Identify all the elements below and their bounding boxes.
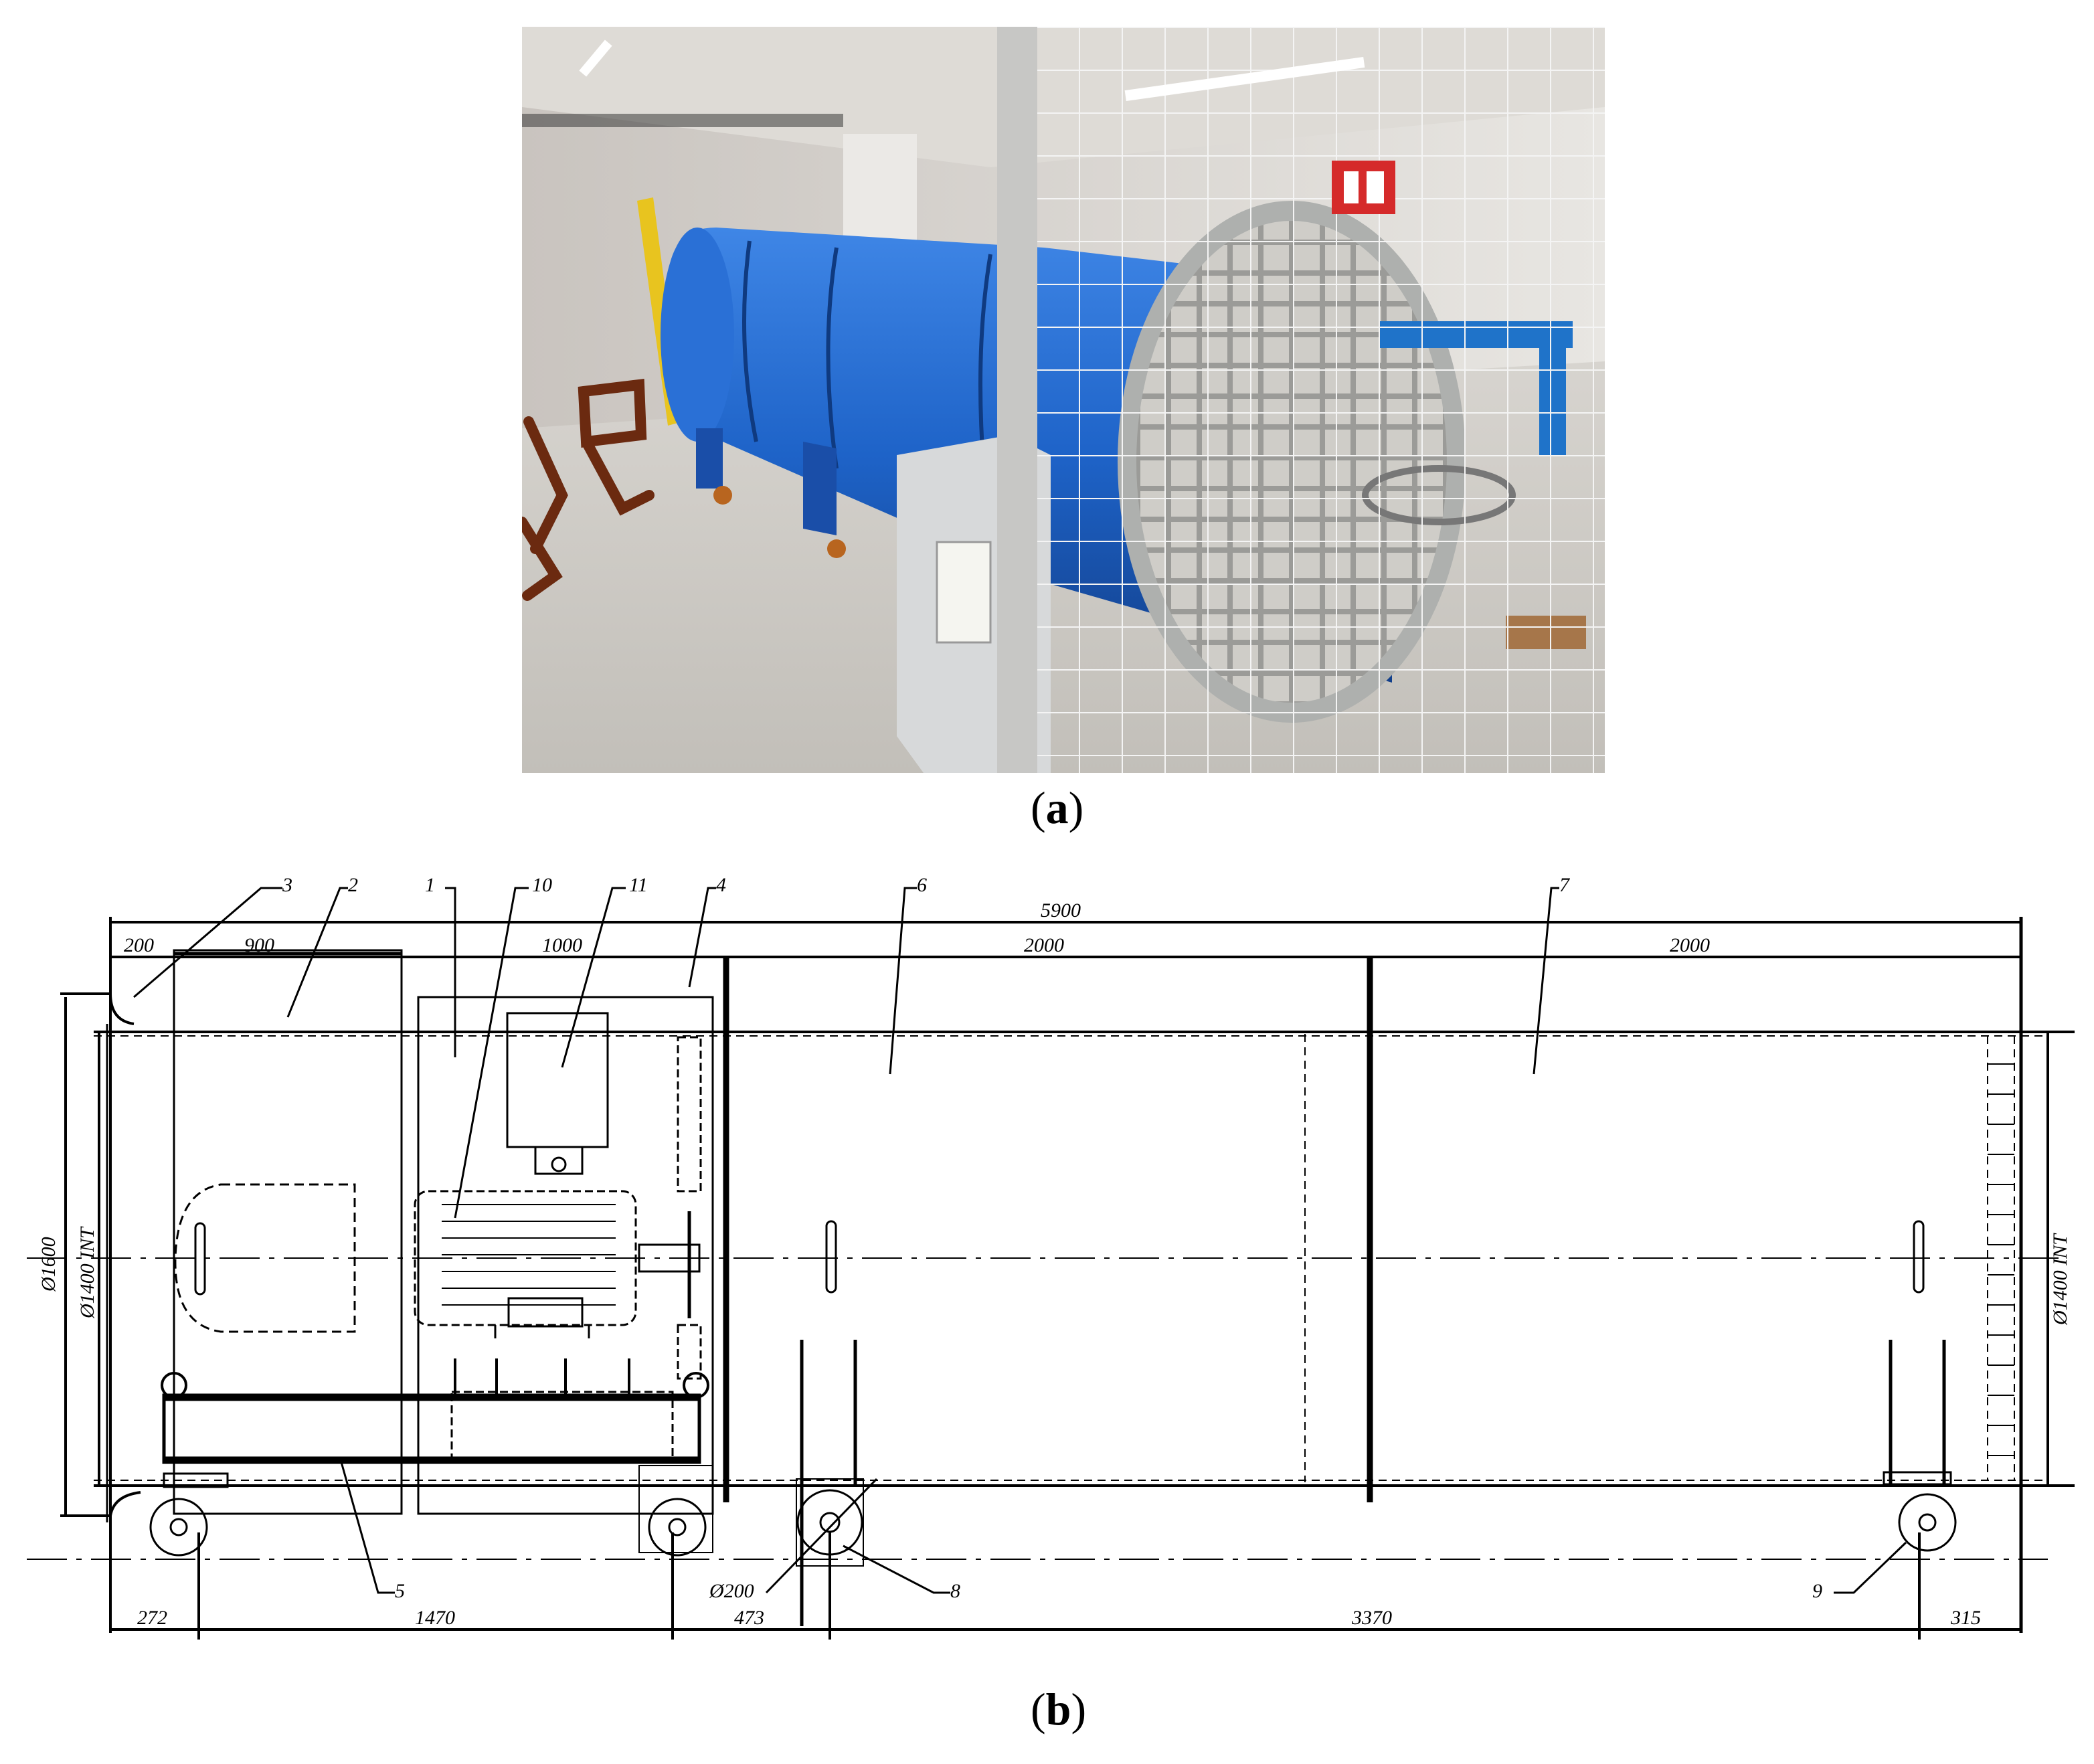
dim-900: 900: [244, 934, 274, 956]
dim-diameter-1400-left: Ø1400 INT: [76, 1226, 98, 1319]
wind-tunnel-drawing-svg: 3 2 1 10 11 4 6 7 5 8 9 5900 200 900 100…: [27, 874, 2075, 1640]
part-number-7: 7: [1559, 874, 1571, 896]
part-number-1: 1: [425, 874, 435, 896]
panel-label-b: (b): [1031, 1684, 1087, 1735]
dim-diameter-1400-right: Ø1400 INT: [2049, 1233, 2071, 1326]
panel-label-a-letter: a: [1045, 782, 1069, 833]
part-number-6: 6: [917, 874, 927, 896]
part-number-2: 2: [348, 874, 358, 896]
part-number-8: 8: [950, 1580, 960, 1602]
part-number-4: 4: [716, 874, 726, 896]
dim-272: 272: [137, 1607, 167, 1629]
section-2-box: [173, 949, 403, 1515]
dim-1000: 1000: [542, 934, 582, 956]
part-number-3: 3: [282, 874, 292, 896]
dim-2000-a: 2000: [1024, 934, 1064, 956]
wheel-left: [149, 1498, 208, 1557]
section-2-motor: [174, 1183, 356, 1333]
dim-315: 315: [1950, 1607, 1981, 1629]
dim-5900: 5900: [1041, 899, 1081, 921]
wind-tunnel-photo: [522, 27, 1605, 773]
dim-diameter-200: Ø200: [709, 1580, 754, 1602]
part-number-10: 10: [532, 874, 552, 896]
wheel-9: [1898, 1493, 1957, 1552]
wind-tunnel-drawing: 3 2 1 10 11 4 6 7 5 8 9 5900 200 900 100…: [0, 863, 2094, 1646]
panel-label-a: (a): [1031, 782, 1084, 833]
dim-2000-b: 2000: [1670, 934, 1710, 956]
frame-5: [162, 1393, 701, 1464]
part-number-11: 11: [629, 874, 648, 896]
section-1-box: [417, 996, 714, 1515]
dim-200: 200: [124, 934, 154, 956]
fan-4-blade: [677, 1036, 702, 1193]
wind-tunnel-photo-illustration: [522, 27, 1605, 773]
part-number-9: 9: [1812, 1580, 1822, 1602]
panel-label-b-letter: b: [1045, 1684, 1071, 1735]
dim-diameter-1600: Ø1600: [37, 1237, 60, 1292]
dim-3370: 3370: [1351, 1607, 1392, 1629]
wheel-mid: [648, 1498, 707, 1557]
dim-1470: 1470: [415, 1607, 455, 1629]
dim-473: 473: [734, 1607, 764, 1629]
part-number-5: 5: [395, 1580, 405, 1602]
motor-10: [414, 1190, 637, 1326]
